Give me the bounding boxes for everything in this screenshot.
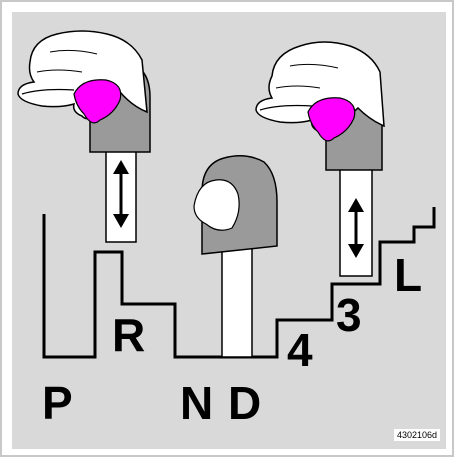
left-knob-button	[73, 79, 122, 124]
gear-label-p: P	[42, 377, 73, 429]
gear-label-d: D	[228, 377, 262, 429]
reference-code: 4302106d	[393, 429, 440, 441]
right-double-arrow-icon	[348, 198, 364, 258]
gear-label-4: 4	[287, 324, 313, 376]
gear-label-l: L	[394, 249, 423, 301]
center-shift-rod	[221, 245, 253, 358]
gear-label-n: N	[180, 377, 214, 429]
center-knob-highlight	[193, 179, 240, 231]
left-hand-gripping-knob-icon	[17, 30, 148, 120]
gear-label-3: 3	[336, 289, 362, 341]
gear-label-r: R	[112, 309, 146, 361]
left-double-arrow-icon	[113, 160, 129, 228]
gear-gate-outline	[42, 207, 436, 359]
right-knob-button	[307, 97, 356, 142]
